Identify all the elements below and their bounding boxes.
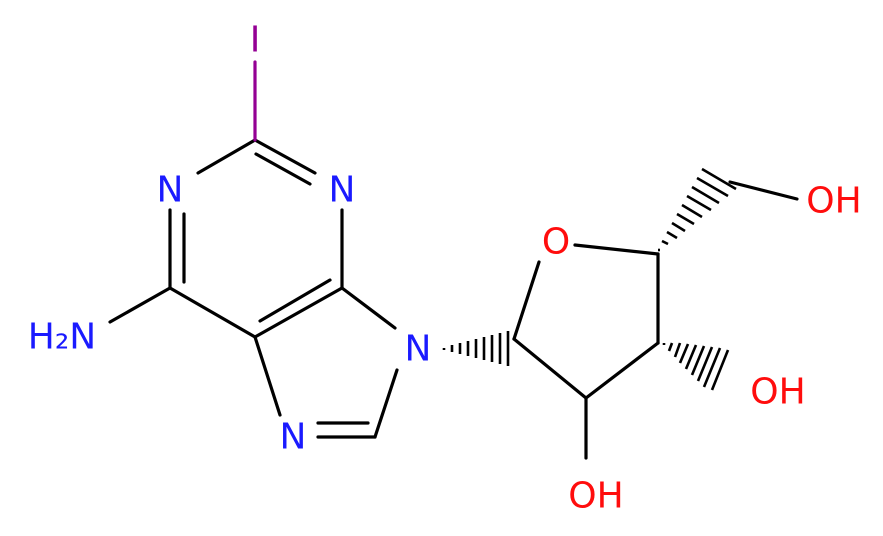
oh-5-label: OH [806,181,861,222]
bond-c2-n3 [253,138,317,175]
bond-c4-n9 [340,286,397,330]
bond-c1-o4 [512,260,541,341]
bond-c4-c5-double [258,278,332,323]
n3-label: N [329,170,356,211]
bond-c5-oh [728,180,799,201]
hashed-wedge-c4-c5 [658,167,737,252]
ring-oxygen-label: O [542,222,570,263]
bond-c4-c5 [253,286,344,339]
bond-c2-n1 [196,138,257,175]
n1-label: N [157,170,184,211]
bond-c1-c2 [512,337,588,400]
bond-o4-c4 [573,243,660,256]
bond-c6-amine [108,286,172,324]
bond-c6-c5 [168,286,257,339]
oh-2-label: OH [568,476,623,517]
bond-c2-n3-double [254,152,312,186]
amine-label: H₂N [28,317,96,358]
hashed-wedge-n9-c1 [442,331,510,366]
bond-c2-c3 [584,341,660,400]
n7-label: N [280,417,307,458]
iodine-label: I [250,20,261,61]
n9-label: N [405,329,432,370]
hashed-wedge-c3-oh [662,342,730,391]
oh-3-label: OH [750,372,805,413]
bond-c5-n7 [253,335,282,417]
bond-c8-n9 [373,368,399,439]
